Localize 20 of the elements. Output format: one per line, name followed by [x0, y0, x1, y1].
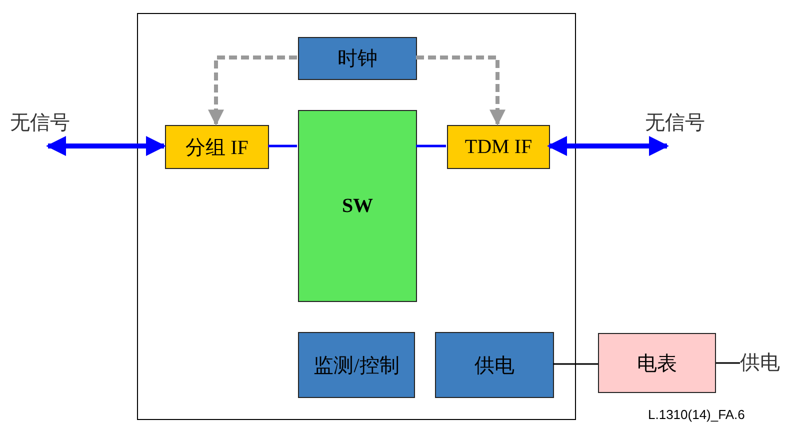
connector-line	[268, 144, 297, 148]
power-text: 供电	[740, 348, 810, 376]
figure-id: L.1310(14)_FA.6	[648, 407, 745, 422]
connector-line	[416, 144, 446, 148]
meter-box: 电表	[598, 333, 716, 393]
process-box: 监测/控制	[298, 332, 415, 398]
connector-line	[716, 362, 740, 364]
arrow	[416, 56, 506, 126]
process-box: 供电	[435, 332, 554, 398]
interface-box: 分组 IF	[165, 125, 269, 169]
arrow	[46, 136, 166, 156]
interface-box: TDM IF	[447, 125, 550, 169]
process-box: 时钟	[298, 37, 417, 80]
enclosure-box	[137, 13, 576, 420]
arrow	[547, 136, 669, 156]
switch-box: SW	[298, 110, 417, 302]
arrow	[208, 56, 297, 126]
signal-text: 无信号	[645, 108, 711, 136]
signal-text: 无信号	[10, 108, 76, 136]
connector-line	[553, 363, 598, 365]
